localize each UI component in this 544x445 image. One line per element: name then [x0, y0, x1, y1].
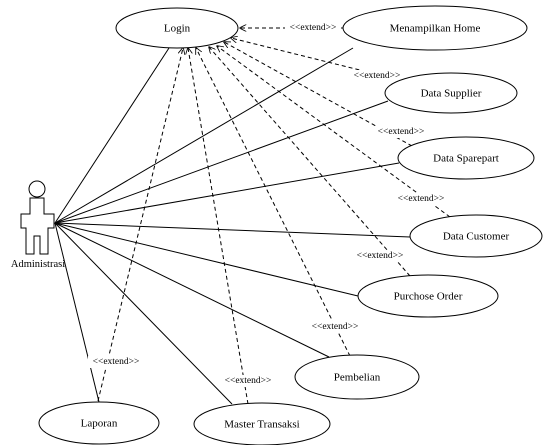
use-case-laporan: Laporan: [38, 401, 160, 445]
extend-label-bg: [307, 321, 363, 333]
use-case-ellipse-master-transaksi: [193, 402, 331, 445]
extend-label-purchose-order: <<extend>>: [357, 251, 404, 261]
use-case-data-customer: Data Customer: [409, 214, 543, 258]
extend-data-customer: <<extend>>: [217, 46, 451, 218]
use-case-ellipse-login: [115, 7, 239, 49]
use-case-login: Login: [115, 7, 239, 49]
extend-line-laporan: [97, 48, 183, 402]
use-case-label-pembelian: Pembelian: [334, 372, 381, 384]
association-line-master-transaksi: [54, 222, 233, 405]
extend-label-data-sparepart: <<extend>>: [378, 127, 425, 137]
use-case-ellipse-pembelian: [294, 354, 420, 400]
use-case-label-laporan: Laporan: [81, 418, 118, 430]
extend-data-sparepart: <<extend>>: [224, 42, 429, 147]
use-case-label-data-supplier: Data Supplier: [421, 88, 482, 100]
association-line-menampilkan-home: [54, 47, 354, 224]
use-case-data-sparepart: Data Sparepart: [397, 136, 535, 180]
extend-master-transaksi: <<extend>>: [188, 48, 276, 405]
use-case-purchose-order: Purchose Order: [357, 274, 499, 318]
association-lines: [54, 47, 411, 405]
association-line-data-sparepart: [54, 162, 400, 224]
association-line-laporan: [54, 222, 100, 403]
association-line-data-customer: [54, 222, 411, 238]
use-case-ellipse-data-sparepart: [397, 136, 535, 180]
use-case-ellipse-menampilkan-home: [342, 5, 528, 51]
extend-label-pembelian: <<extend>>: [312, 322, 359, 332]
extend-label-laporan: <<extend>>: [93, 357, 140, 367]
actor-body: [20, 197, 55, 255]
use-case-ellipse-purchose-order: [357, 274, 499, 318]
extend-line-purchose-order: [209, 47, 411, 277]
extend-label-bg: [88, 356, 144, 368]
extend-line-data-customer: [217, 46, 451, 218]
extend-data-supplier: <<extend>>: [231, 38, 405, 82]
extend-label-data-supplier: <<extend>>: [354, 71, 401, 81]
actor-stick-figure-icon: [20, 180, 55, 255]
extend-label-bg: [373, 126, 429, 138]
extend-relationships: <<extend>> <<extend>> <<extend>> <<extend>>…: [88, 22, 451, 405]
use-case-label-purchose-order: Purchose Order: [394, 291, 463, 303]
use-case-pembelian: Pembelian: [294, 354, 420, 400]
actor-head: [28, 180, 46, 198]
actor-label: Administrasi: [11, 259, 65, 270]
association-line-login: [54, 47, 170, 224]
use-case-master-transaksi: Master Transaksi: [193, 402, 331, 445]
extend-label-master-transaksi: <<extend>>: [225, 376, 272, 386]
association-line-pembelian: [54, 222, 330, 358]
use-case-menampilkan-home: Menampilkan Home: [342, 5, 528, 51]
use-case-ellipse-laporan: [38, 401, 160, 445]
extend-label-bg: [220, 375, 276, 387]
actor-administrasi: Administrasi: [11, 180, 65, 270]
extend-label-bg: [393, 193, 449, 205]
association-line-data-supplier: [54, 100, 389, 224]
use-case-label-master-transaksi: Master Transaksi: [224, 419, 299, 431]
extend-label-bg: [285, 22, 341, 34]
use-case-label-data-sparepart: Data Sparepart: [433, 153, 499, 165]
extend-label-bg: [349, 70, 405, 82]
extend-pembelian: <<extend>>: [196, 48, 363, 357]
use-case-ellipse-data-customer: [409, 214, 543, 258]
use-case-ellipse-data-supplier: [384, 72, 518, 114]
use-case-label-menampilkan-home: Menampilkan Home: [390, 23, 481, 35]
extend-line-pembelian: [196, 48, 351, 357]
extend-label-menampilkan-home: <<extend>>: [290, 23, 337, 33]
extend-label-bg: [352, 250, 408, 262]
extend-laporan: <<extend>>: [88, 48, 183, 402]
association-line-purchose-order: [54, 222, 359, 297]
extend-line-master-transaksi: [188, 48, 249, 405]
extend-menampilkan-home: <<extend>>: [240, 22, 343, 34]
extend-label-data-customer: <<extend>>: [398, 194, 445, 204]
use-case-label-login: Login: [164, 23, 191, 35]
extend-purchose-order: <<extend>>: [209, 47, 411, 277]
use-case-label-data-customer: Data Customer: [443, 231, 510, 243]
use-case-data-supplier: Data Supplier: [384, 72, 518, 114]
